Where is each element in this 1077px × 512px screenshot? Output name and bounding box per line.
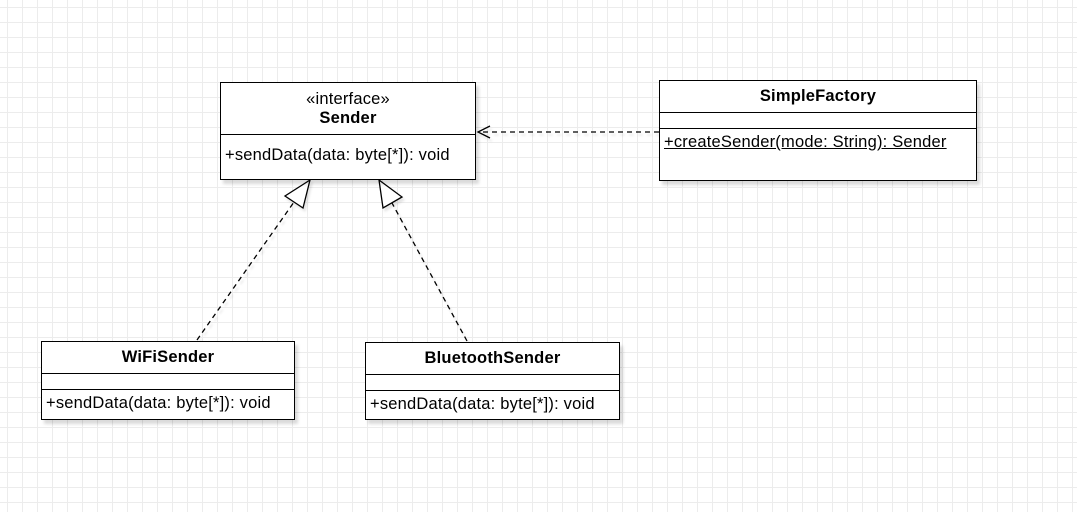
- method-createsender: +createSender(mode: String): Sender: [664, 133, 947, 151]
- hollow-triangle-arrowhead-icon: [283, 178, 312, 210]
- class-box-simplefactory[interactable]: SimpleFactory +createSender(mode: String…: [659, 80, 977, 181]
- class-name: SimpleFactory: [759, 87, 877, 105]
- realization-edge-bluetoothsender-to-sender[interactable]: [378, 178, 468, 342]
- attributes-compartment-empty: [42, 373, 294, 389]
- class-name: Sender: [319, 108, 377, 127]
- open-arrowhead-icon: [476, 125, 491, 139]
- hollow-triangle-arrowhead-icon: [378, 178, 404, 210]
- class-box-wifisender[interactable]: WiFiSender +sendData(data: byte[*]): voi…: [41, 341, 295, 420]
- class-stereotype: «interface»: [306, 89, 390, 108]
- methods-compartment: +sendData(data: byte[*]): void: [366, 390, 619, 418]
- class-header: WiFiSender: [42, 342, 294, 373]
- methods-compartment: +sendData(data: byte[*]): void: [42, 389, 294, 417]
- class-header: SimpleFactory: [660, 81, 976, 112]
- methods-compartment: +createSender(mode: String): Sender: [660, 128, 976, 179]
- class-header: «interface» Sender: [221, 83, 475, 134]
- class-name: WiFiSender: [121, 348, 215, 366]
- realization-line-bluetoothsender[interactable]: [391, 202, 468, 342]
- attributes-compartment-empty: [366, 374, 619, 390]
- method-senddata: +sendData(data: byte[*]): void: [370, 395, 595, 413]
- method-senddata: +sendData(data: byte[*]): void: [46, 394, 271, 412]
- realization-edge-wifisender-to-sender[interactable]: [196, 178, 312, 341]
- dependency-edge-simplefactory-to-sender[interactable]: [476, 125, 659, 139]
- attributes-compartment-empty: [660, 112, 976, 128]
- methods-compartment: +sendData(data: byte[*]): void: [221, 134, 475, 178]
- class-name: BluetoothSender: [424, 349, 561, 367]
- class-box-bluetoothsender[interactable]: BluetoothSender +sendData(data: byte[*])…: [365, 342, 620, 420]
- realization-line-wifisender[interactable]: [196, 201, 295, 341]
- class-box-sender[interactable]: «interface» Sender +sendData(data: byte[…: [220, 82, 476, 180]
- class-header: BluetoothSender: [366, 343, 619, 374]
- method-senddata: +sendData(data: byte[*]): void: [225, 145, 450, 164]
